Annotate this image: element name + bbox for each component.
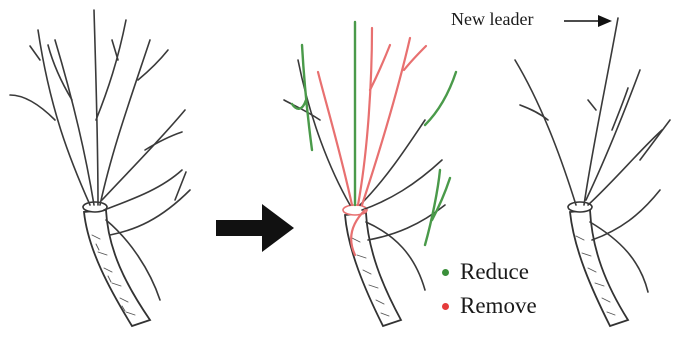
tree-marked	[284, 22, 456, 326]
legend-remove-label: Remove	[460, 293, 537, 319]
legend-reduce-label: Reduce	[460, 259, 529, 285]
transition-arrow	[216, 204, 294, 252]
tree-after	[515, 18, 670, 326]
legend-remove: Remove	[442, 293, 537, 319]
trunk-before	[84, 210, 150, 326]
new-leader-branch	[584, 18, 618, 205]
new-leader-pointer	[564, 15, 612, 27]
tree-before	[10, 10, 190, 326]
legend-reduce: Reduce	[442, 259, 529, 285]
reduce-dot-icon	[442, 269, 449, 276]
new-leader-label: New leader	[451, 9, 533, 30]
remove-dot-icon	[442, 303, 449, 310]
